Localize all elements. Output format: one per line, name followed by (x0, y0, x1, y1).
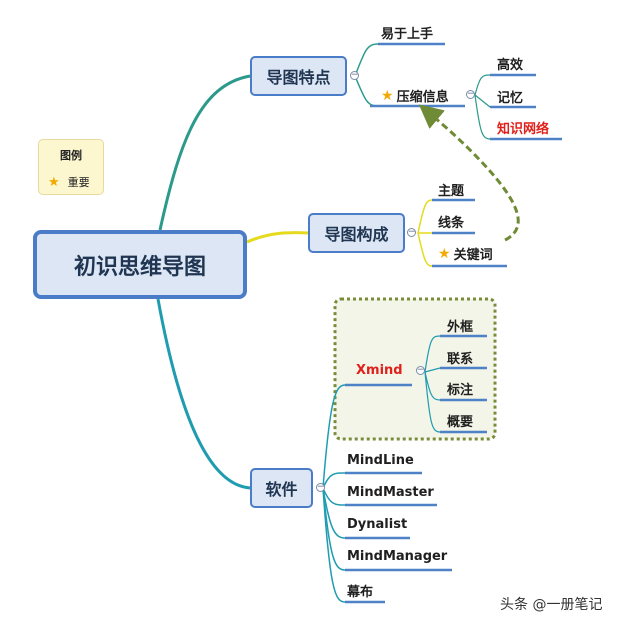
subtopic-keyword-label: 关键词 (453, 248, 493, 263)
subtopic-mindline[interactable]: MindLine (347, 453, 414, 468)
collapse-toggle-icon[interactable]: − (316, 482, 325, 492)
subtopic-frame[interactable]: 外框 (447, 320, 474, 335)
subline-easy (354, 43, 445, 77)
subline-mindmaster (322, 487, 346, 506)
subtopic-dynalist[interactable]: Dynalist (347, 517, 408, 532)
legend-row: ★ 重要 (48, 174, 90, 190)
subline-mindline (322, 472, 346, 489)
subtopic-compress[interactable]: ★ 压缩信息 (381, 86, 449, 106)
subline-xmind (322, 384, 412, 489)
topic-structure[interactable]: 导图构成 (308, 213, 405, 253)
root-topic[interactable]: 初识思维导图 (33, 230, 247, 299)
subtopic-mindmanager[interactable]: MindManager (347, 549, 448, 564)
subtopic-callout[interactable]: 标注 (447, 383, 474, 398)
star-icon: ★ (438, 245, 451, 262)
subtopic-xmind[interactable]: Xmind (356, 363, 403, 378)
subtopic-mindmaster[interactable]: MindMaster (347, 485, 434, 500)
subtopic-mubu[interactable]: 幕布 (347, 585, 374, 600)
subtopic-easy-label: 易于上手 (381, 27, 434, 42)
subline-memory (474, 94, 491, 108)
relationship-arrow (418, 104, 520, 242)
subline-frame (424, 335, 441, 373)
subline-mubu (322, 487, 346, 603)
subtopic-relation[interactable]: 联系 (447, 352, 474, 367)
star-icon: ★ (48, 174, 60, 190)
subline-network (474, 94, 491, 140)
branch-line-structure (246, 231, 309, 244)
subline-relation (424, 367, 441, 373)
collapse-toggle-icon[interactable]: − (466, 89, 475, 99)
subtopic-compress-label: 压缩信息 (396, 90, 449, 105)
subtopic-efficient[interactable]: 高效 (497, 58, 524, 73)
subtopic-memory[interactable]: 记忆 (497, 91, 524, 106)
leaf-underlines (345, 42, 562, 604)
branch-line-software (156, 298, 251, 490)
subtopic-lines[interactable]: 线条 (438, 216, 465, 231)
subline-summary (424, 371, 441, 433)
collapse-toggle-icon[interactable]: − (350, 70, 359, 80)
legend-item-label: 重要 (67, 176, 90, 189)
subline-callout (424, 371, 441, 401)
xmind-boundary (333, 297, 497, 441)
subtopic-topic[interactable]: 主题 (438, 184, 465, 199)
star-icon: ★ (381, 87, 394, 104)
subtopic-keyword[interactable]: ★ 关键词 (438, 244, 493, 264)
subtopic-summary[interactable]: 概要 (447, 415, 474, 430)
subtopic-knowledge-network[interactable]: 知识网络 (497, 122, 550, 137)
subline-topic (417, 199, 475, 234)
topic-software[interactable]: 软件 (250, 468, 313, 508)
branch-line-features (158, 74, 251, 231)
legend-title: 图例 (60, 149, 82, 162)
collapse-toggle-icon[interactable]: − (407, 227, 416, 237)
legend-box: 图例 ★ 重要 (38, 139, 104, 195)
subtopic-easy[interactable]: 易于上手 (381, 23, 433, 42)
subline-efficient (474, 74, 491, 96)
collapse-toggle-icon[interactable]: − (416, 365, 425, 375)
subline-keyword (417, 232, 505, 267)
topic-features[interactable]: 导图特点 (250, 56, 347, 96)
watermark: 头条 @一册笔记 (500, 597, 603, 613)
